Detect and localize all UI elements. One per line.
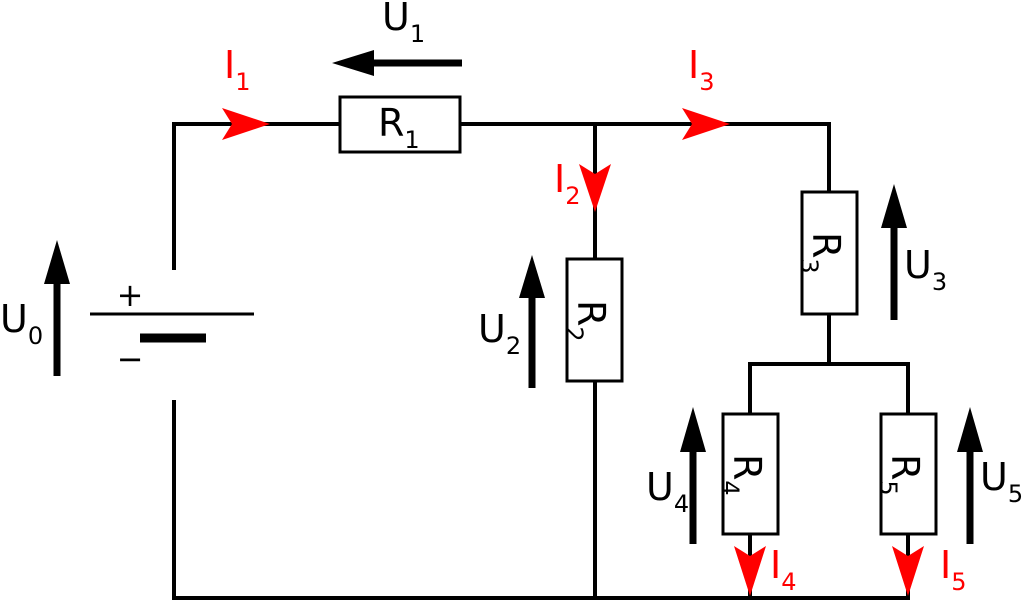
current-i4-arrow-icon <box>734 546 766 596</box>
wires <box>172 122 910 600</box>
resistor-r3 <box>800 190 859 316</box>
voltage-u2-label: U2 <box>478 307 521 360</box>
resistor-r4 <box>721 412 780 536</box>
voltage-u0-label: U0 <box>0 297 43 350</box>
wire-split <box>748 362 910 416</box>
battery: + − <box>90 276 254 378</box>
voltage-u1-label: U1 <box>382 0 425 48</box>
current-i5-arrow-icon <box>892 546 924 596</box>
voltage-u5-label: U5 <box>980 455 1023 508</box>
wire-battery-top <box>172 122 342 270</box>
voltage-u4-arrow-icon <box>680 407 706 544</box>
resistor-r1 <box>338 95 462 154</box>
current-i3-label: I3 <box>688 43 715 96</box>
current-i2-arrow-icon <box>579 164 611 212</box>
voltage-u4-label: U4 <box>646 465 689 518</box>
voltage-u2-arrow-icon <box>519 255 545 388</box>
battery-minus-sign: − <box>117 340 144 378</box>
resistor-r4-label: R4 <box>716 454 769 496</box>
voltage-u5-arrow-icon <box>957 407 983 544</box>
voltage-u0-arrow-icon <box>44 240 70 376</box>
wire-battery-bottom <box>172 400 910 600</box>
current-i4-label: I4 <box>770 543 797 596</box>
resistor-r3-label: R3 <box>795 232 848 274</box>
current-i1-label: I1 <box>224 43 251 96</box>
resistor-r1-label: R1 <box>378 101 420 154</box>
current-i1-arrow-icon <box>222 108 270 140</box>
current-arrows <box>222 108 924 596</box>
current-i3-arrow-icon <box>682 108 730 140</box>
resistor-r5 <box>879 412 938 536</box>
resistors <box>338 95 938 536</box>
resistor-r2-label: R2 <box>560 300 613 342</box>
current-i2-label: I2 <box>554 157 581 210</box>
voltage-u3-arrow-icon <box>881 184 907 320</box>
resistor-r5-label: R5 <box>874 454 927 496</box>
voltage-u3-label: U3 <box>904 243 947 296</box>
voltage-arrows <box>44 50 983 544</box>
current-i5-label: I5 <box>940 543 967 596</box>
wire-top-right <box>458 122 831 194</box>
voltage-u1-arrow-icon <box>332 50 462 76</box>
resistor-r2 <box>565 257 624 383</box>
battery-plus-sign: + <box>117 276 144 314</box>
